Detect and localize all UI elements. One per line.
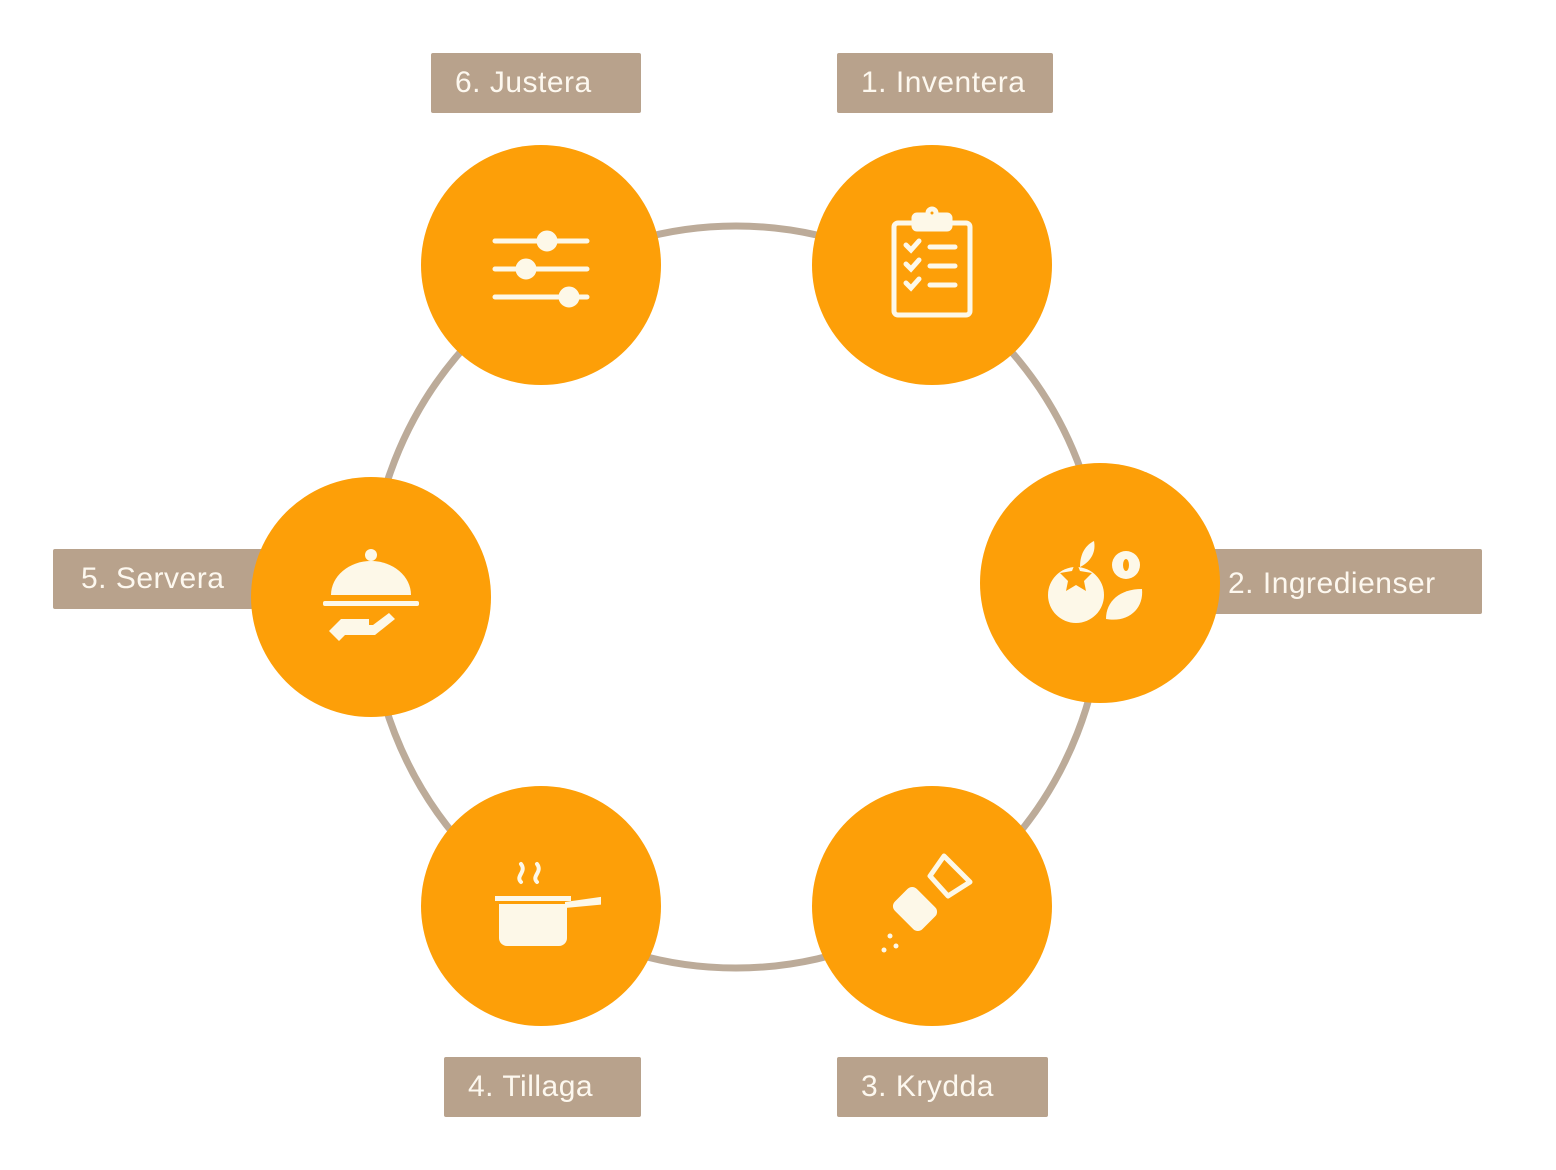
salt-shaker-icon	[881, 853, 973, 953]
step-4-node	[421, 786, 661, 1026]
sliders-icon	[492, 230, 590, 308]
step-1-node	[812, 145, 1052, 385]
tomato-herbs-icon	[1048, 541, 1143, 623]
step-5-label: 5. Servera	[53, 549, 273, 609]
clipboard-checklist-icon	[891, 206, 973, 318]
step-6-label: 6. Justera	[431, 53, 641, 113]
step-4-label: 4. Tillaga	[444, 1057, 641, 1117]
step-1-label: 1. Inventera	[837, 53, 1053, 113]
cooking-pot-icon	[495, 862, 601, 946]
serving-cloche-icon	[323, 549, 419, 641]
step-2-node	[980, 463, 1220, 703]
step-2-label: 2. Ingredienser	[1200, 549, 1482, 614]
step-6-node	[421, 145, 661, 385]
step-3-label: 3. Krydda	[837, 1057, 1048, 1117]
step-3-node	[812, 786, 1052, 1026]
step-5-node	[251, 477, 491, 717]
